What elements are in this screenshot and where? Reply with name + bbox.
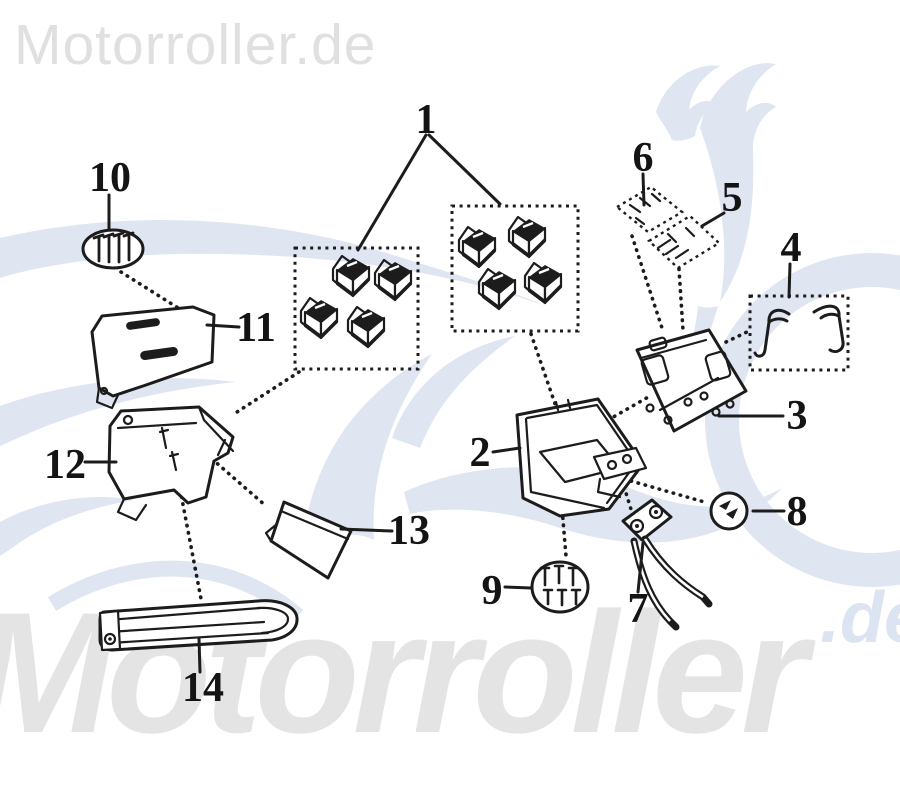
part-4-clips (748, 262, 850, 372)
relay-icon (457, 225, 497, 269)
callout-9-label: 9 (482, 568, 503, 614)
callout-8-label: 8 (787, 489, 808, 535)
dashed-box-left (293, 246, 420, 371)
callout-14-label: 14 (182, 665, 224, 711)
watermark-corner-de: .de (820, 578, 900, 658)
part-14-battery-strap (98, 599, 299, 674)
part-8-clip-nut (709, 491, 786, 531)
callout-7-label: 7 (628, 586, 649, 632)
callout-2-label: 2 (470, 430, 491, 476)
part-12-battery-holder (83, 405, 235, 522)
part-5-fuse-strip (647, 211, 726, 270)
callout-4-label: 4 (781, 225, 802, 271)
blue-petal-upper (392, 336, 515, 448)
part-9-screw-set (503, 560, 590, 614)
relay-icon (477, 267, 517, 311)
blue-swirl-hook-right (700, 63, 776, 302)
callout-labels: 1 2 3 4 5 6 7 8 9 10 11 12 13 14 (44, 97, 808, 711)
blue-arc-bottom-left (47, 560, 304, 623)
part-2-battery-box (491, 397, 648, 518)
watermark-top-text: Motorroller.de (14, 13, 377, 77)
relay-icon (523, 261, 563, 305)
relay-icon (507, 215, 547, 259)
callout-3-label: 3 (787, 393, 808, 439)
blue-swoosh-low-left (0, 496, 134, 556)
part-11-battery-cover (90, 305, 241, 410)
relay-icon (299, 296, 339, 340)
callout-12-label: 12 (44, 442, 86, 488)
callout-6-label: 6 (633, 135, 654, 181)
callout-1-label: 1 (416, 97, 437, 143)
callout-10-label: 10 (89, 155, 131, 201)
blue-swoosh-mid-left (0, 378, 236, 446)
part-7-battery-cables (621, 498, 713, 631)
part-3-mounting-plate (635, 328, 785, 433)
dashed-box-right (450, 204, 580, 333)
callout-13-label: 13 (388, 508, 430, 554)
part-10-screw-set (81, 193, 145, 270)
relay-icon (346, 305, 386, 349)
blue-petal-crescent (302, 354, 432, 556)
dotted-connectors (119, 234, 751, 606)
callout-11-label: 11 (236, 305, 276, 351)
part-6-fuse-strip (614, 172, 685, 234)
callout-5-label: 5 (722, 175, 743, 221)
part-13-spacer-plate (264, 500, 394, 580)
dashed-box-clips (748, 294, 850, 372)
blue-ring-right (705, 253, 900, 587)
part-1-relay-boxes (293, 133, 580, 371)
blue-swirl-hook-left (656, 65, 720, 141)
